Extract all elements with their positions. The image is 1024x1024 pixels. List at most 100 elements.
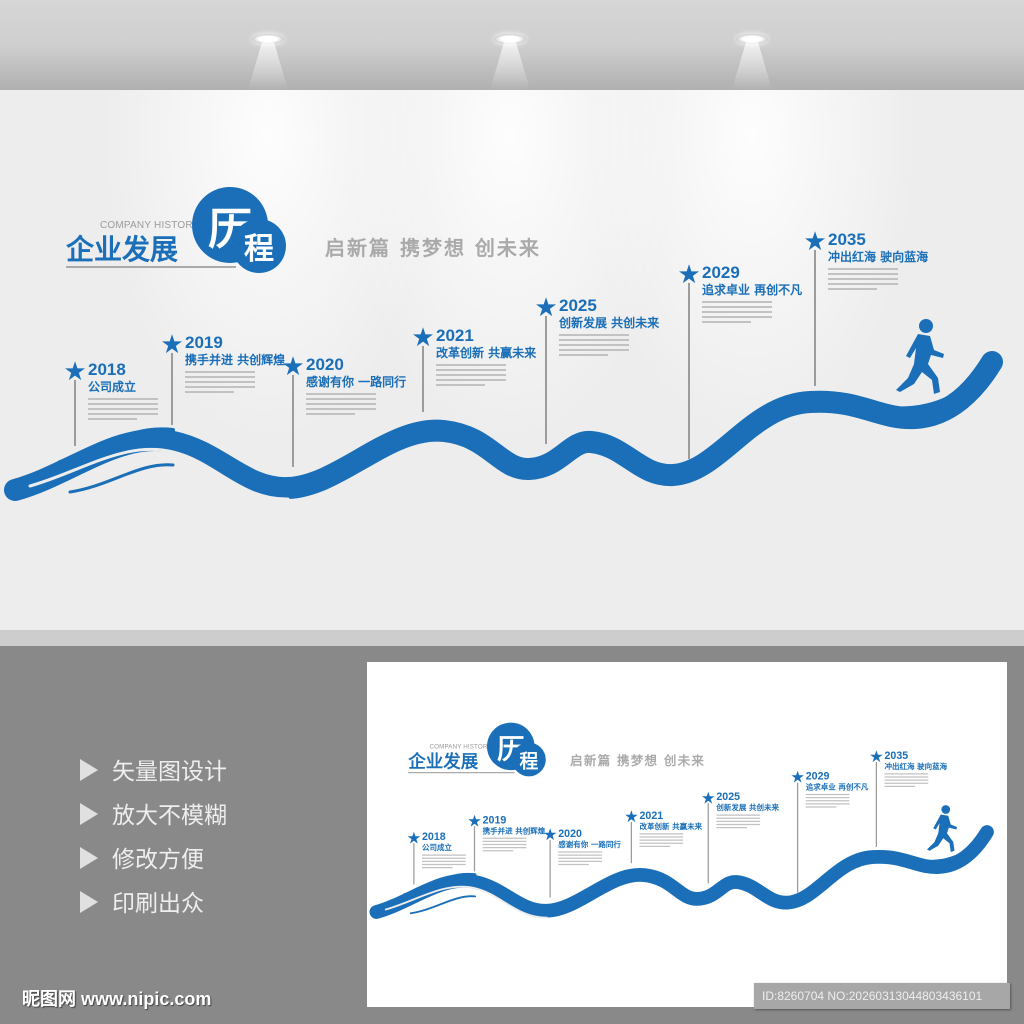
milestone-pole	[413, 843, 415, 885]
spotlight-icon	[736, 34, 768, 44]
milestone-caption: 携手并进 共创辉煌	[185, 353, 286, 367]
milestone-caption: 创新发展 共创未来	[559, 316, 660, 330]
star-icon: ★	[411, 323, 435, 353]
brush-wave	[4, 351, 1003, 501]
wave-strand	[898, 368, 987, 410]
milestone-pole	[74, 380, 76, 446]
wave-main-stroke	[369, 825, 994, 919]
star-icon: ★	[790, 768, 805, 787]
floor-edge	[0, 630, 1024, 646]
milestone-pole	[292, 375, 294, 467]
milestone-caption: 改革创新 共赢未来	[436, 346, 537, 360]
star-icon: ★	[677, 260, 701, 290]
feature-label: 放大不模糊	[112, 803, 227, 829]
ceiling	[0, 0, 1024, 90]
light-beam	[248, 42, 288, 90]
milestone-placeholder-text	[482, 837, 527, 854]
milestone-year: 2029	[702, 263, 740, 282]
milestone-year: 2019	[185, 333, 223, 352]
star-icon: ★	[542, 825, 558, 845]
star-icon: ★	[700, 788, 716, 808]
milestone-caption: 公司成立	[88, 380, 137, 394]
milestone-placeholder-text	[422, 854, 466, 871]
milestone-year: 2021	[639, 809, 664, 822]
runner-silhouette-icon	[896, 319, 944, 394]
feature-item: 印刷出众	[80, 884, 204, 918]
wave-strand	[68, 463, 175, 494]
milestone-caption: 创新发展 共创未来	[716, 803, 779, 812]
milestone-year: 2018	[422, 830, 446, 843]
star-icon: ★	[869, 747, 884, 767]
milestone-caption: 感谢有你 一路同行	[558, 840, 621, 849]
milestone-year: 2029	[805, 770, 830, 782]
milestone-placeholder-text	[639, 833, 684, 849]
milestone-caption: 追求卓业 再创不凡	[805, 782, 869, 792]
milestone-year: 2021	[436, 326, 474, 345]
flat-preview: COMPANY HISTORY 企业发展 历 程 启新篇 携梦想 创未来 ★ 2…	[367, 662, 1007, 1007]
star-icon: ★	[160, 330, 184, 360]
nipic-logo: 昵图网 www.nipic.com	[22, 989, 212, 1009]
slogan: 启新篇 携梦想 创未来	[325, 236, 541, 260]
feature-label: 矢量图设计	[112, 759, 227, 785]
feature-label: 印刷出众	[112, 891, 204, 917]
milestone-placeholder-text	[805, 793, 850, 810]
play-triangle-icon	[80, 891, 98, 913]
milestone-pole	[814, 250, 816, 386]
star-icon: ★	[63, 357, 87, 387]
milestone-pole	[875, 762, 877, 847]
milestone-year: 2018	[88, 360, 126, 379]
milestone-pole	[545, 316, 547, 444]
play-triangle-icon	[80, 847, 98, 869]
milestone-pole	[422, 346, 424, 412]
milestone-pole	[473, 826, 476, 872]
milestone-caption: 冲出红海 驶向蓝海	[828, 250, 929, 264]
english-subtitle: COMPANY HISTORY	[100, 220, 200, 231]
milestone-year: 2035	[884, 749, 909, 762]
milestone-placeholder-text	[436, 364, 506, 389]
star-icon: ★	[406, 828, 422, 848]
wave-strand	[58, 427, 175, 464]
milestone-caption: 携手并进 共创辉煌	[482, 826, 546, 836]
milestone-pole	[707, 803, 709, 884]
wave-strand	[409, 895, 477, 915]
milestone-placeholder-text	[185, 371, 255, 396]
milestone-caption: 公司成立	[422, 843, 453, 852]
milestone-placeholder-text	[306, 393, 376, 418]
brush-wave	[369, 825, 994, 919]
title-underline	[408, 772, 515, 774]
english-subtitle: COMPANY HISTORY	[429, 743, 492, 751]
light-beam	[732, 42, 772, 90]
title-circle-cheng: 程	[512, 742, 546, 777]
star-icon: ★	[803, 227, 827, 257]
wave-dry-brush-gap	[384, 885, 548, 919]
wave-strand	[403, 872, 477, 896]
wave-main-stroke	[4, 351, 1003, 501]
milestone-caption: 追求卓业 再创不凡	[702, 283, 803, 297]
feature-label: 修改方便	[112, 847, 204, 873]
star-icon: ★	[281, 352, 305, 382]
timeline-design-preview: COMPANY HISTORY 企业发展 历 程 启新篇 携梦想 创未来 ★ 2…	[367, 662, 1007, 1000]
milestone-year: 2019	[482, 813, 507, 826]
page-title: 企业发展	[408, 751, 479, 772]
play-triangle-icon	[80, 803, 98, 825]
feature-item: 矢量图设计	[80, 752, 227, 786]
milestone-year: 2035	[828, 230, 866, 249]
milestone-placeholder-text	[716, 814, 761, 831]
wall-mockup: COMPANY HISTORY 企业发展 历 程 启新篇 携梦想 创未来 ★ 2…	[0, 90, 1024, 630]
milestone-year: 2025	[716, 790, 741, 803]
star-icon: ★	[467, 812, 482, 831]
milestone-placeholder-text	[558, 851, 602, 867]
feature-item: 修改方便	[80, 840, 204, 874]
milestone-pole	[688, 283, 690, 459]
milestone-year: 2020	[306, 355, 344, 374]
milestone-year: 2020	[558, 827, 582, 840]
wave-strand	[928, 836, 984, 862]
milestone-placeholder-text	[884, 773, 929, 789]
slogan: 启新篇 携梦想 创未来	[570, 753, 706, 769]
milestone-caption: 冲出红海 驶向蓝海	[884, 762, 948, 771]
feature-item: 放大不模糊	[80, 796, 227, 830]
milestone-pole	[549, 840, 551, 898]
runner-silhouette-icon	[927, 805, 957, 852]
milestone-placeholder-text	[559, 334, 629, 359]
title-circle-cheng: 程	[232, 219, 286, 273]
